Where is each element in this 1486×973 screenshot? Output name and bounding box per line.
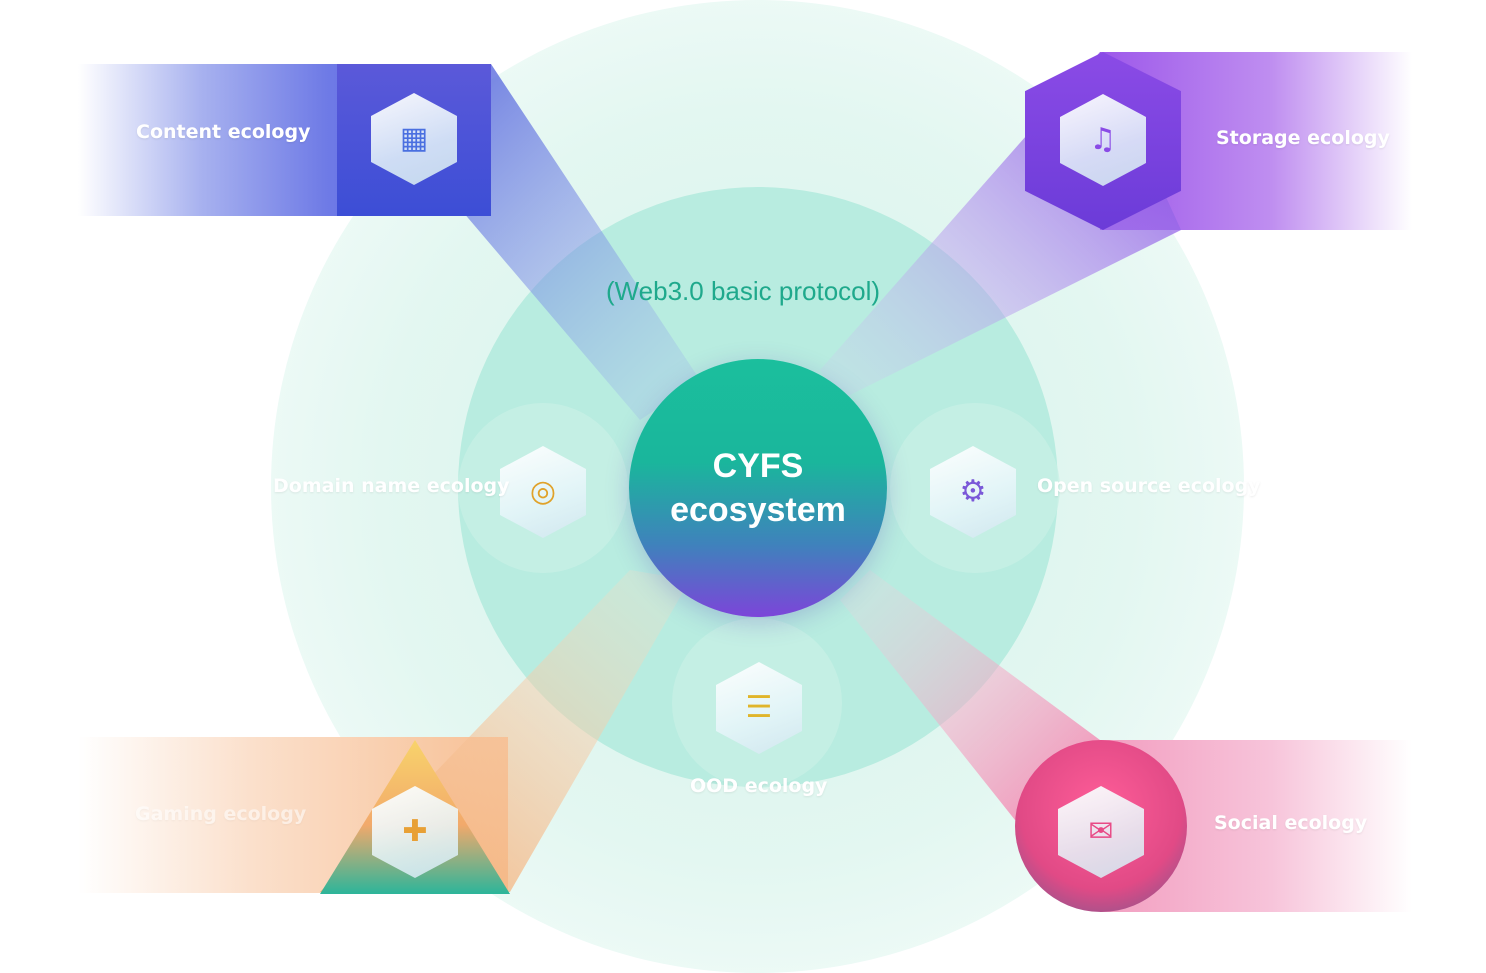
ood-ecology-label: OOD ecology: [690, 775, 828, 797]
hub-title: CYFS ecosystem: [670, 447, 846, 529]
domain-name-ecology-label: Domain name ecology: [273, 475, 510, 497]
gaming-ecology-label: Gaming ecology: [135, 803, 307, 825]
open-source-ecology-label: Open source ecology: [1037, 475, 1261, 497]
content-cube-icon: ▦: [371, 93, 457, 185]
protocol-subtitle: (Web3.0 basic protocol): [605, 276, 881, 306]
social-ray: [840, 570, 1100, 820]
cyfs-ecosystem-hub: CYFS ecosystem: [629, 359, 887, 617]
content-ecology-label: Content ecology: [136, 121, 311, 143]
social-ecology-label: Social ecology: [1214, 812, 1368, 834]
social-cube-icon: ✉: [1058, 786, 1144, 878]
storage-ecology-label: Storage ecology: [1216, 127, 1390, 149]
storage-cube-icon: ♫: [1060, 94, 1146, 186]
